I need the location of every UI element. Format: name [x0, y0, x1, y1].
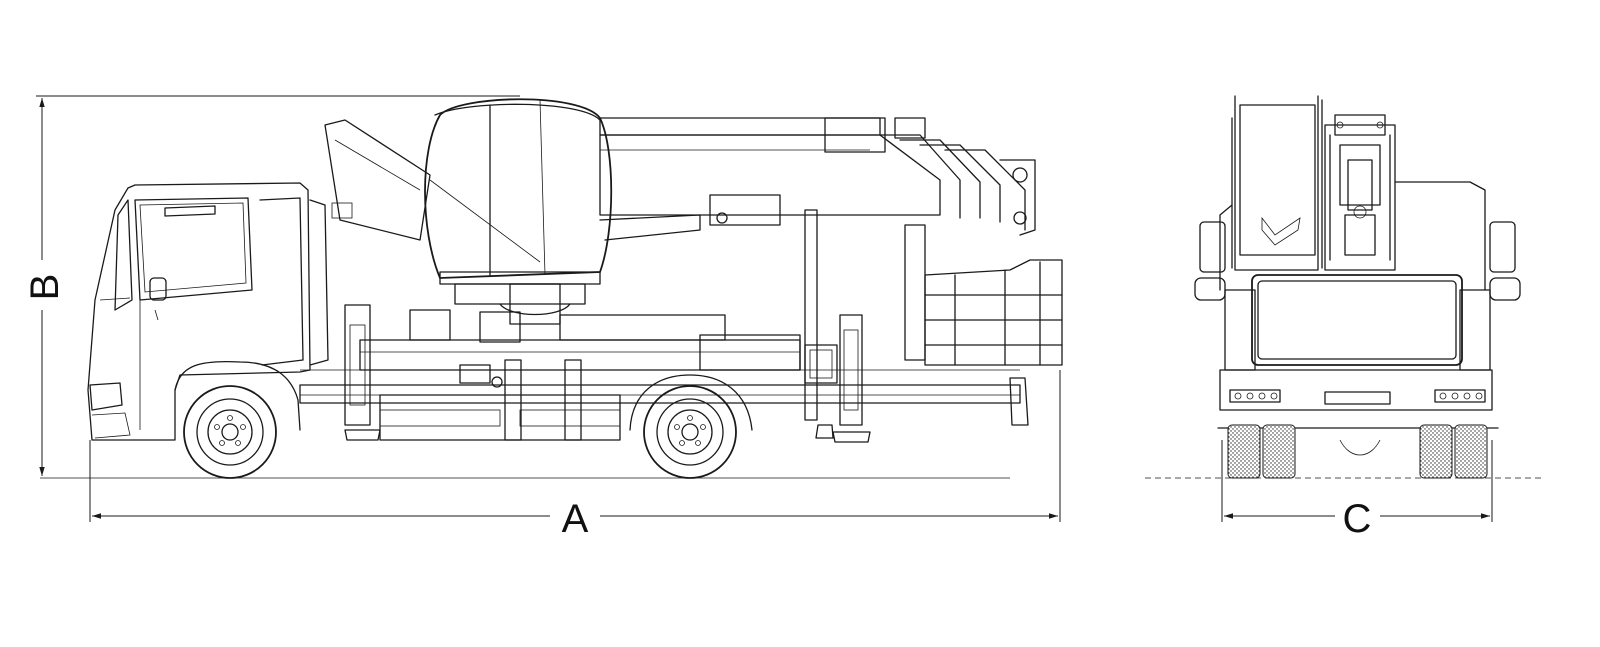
chassis-frame: [299, 309, 1029, 441]
dimension-b-label: B: [23, 274, 67, 301]
dimension-c: C: [1221, 440, 1493, 541]
dimension-a: A: [89, 370, 1061, 541]
telescopic-boom: [324, 117, 1036, 421]
truck-cab: [87, 182, 329, 441]
operator-cabin: [424, 98, 613, 279]
rear-wheel: [629, 374, 753, 479]
dimension-a-label: A: [562, 497, 589, 541]
rear-view: C: [1145, 95, 1545, 541]
rear-panel: [1217, 274, 1499, 456]
work-basket: [904, 224, 1063, 366]
side-view: A B: [23, 95, 1063, 541]
dimension-b: B: [23, 95, 520, 476]
outriggers: [344, 304, 871, 443]
rear-cabin: [1231, 95, 1323, 271]
rear-boom-head: [1324, 114, 1396, 271]
rear-body-shell: [1194, 181, 1521, 301]
rear-tires: [1227, 424, 1488, 479]
front-wheel: [183, 385, 277, 479]
dimension-c-label: C: [1343, 497, 1372, 541]
